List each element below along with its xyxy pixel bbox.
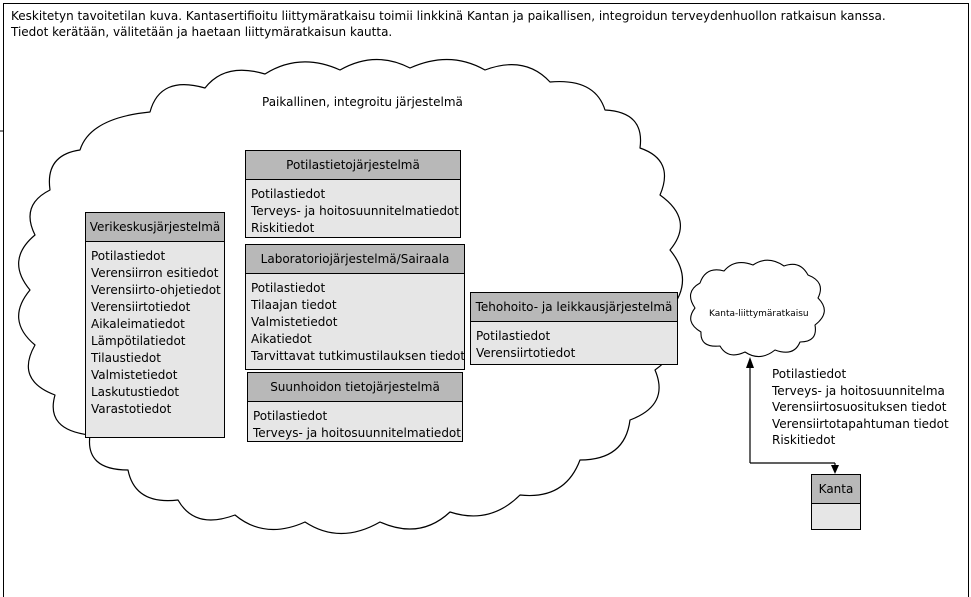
system-title: Verikeskusjärjestelmä: [86, 213, 224, 242]
arrowhead-down: [831, 465, 839, 474]
list-item: Potilastiedot: [251, 187, 326, 201]
caption-line-2: Tiedot kerätään, välitetään ja haetaan l…: [11, 25, 393, 39]
system-title: Suunhoidon tietojärjestelmä: [248, 373, 462, 402]
kanta-title: Kanta: [812, 475, 860, 504]
list-item: Verensiirron esitiedot: [91, 266, 219, 280]
list-item: Terveys- ja hoitosuunnitelmatiedot: [253, 426, 461, 440]
diagram-caption: Keskitetyn tavoitetilan kuva. Kantaserti…: [11, 8, 961, 40]
system-box-tehohoito: Tehohoito- ja leikkausjärjestelmä Potila…: [470, 292, 678, 365]
list-item: Verensiirto-ohjetiedot: [91, 283, 221, 297]
list-item: Aikatiedot: [251, 332, 312, 346]
system-box-suunhoito: Suunhoidon tietojärjestelmä Potilastiedo…: [247, 372, 463, 442]
list-item: Potilastiedot: [251, 281, 326, 295]
diagram-frame: [3, 3, 969, 597]
list-item: Valmistetiedot: [91, 368, 178, 382]
list-item: Lämpötilatiedot: [91, 334, 186, 348]
system-items: Potilastiedot Terveys- ja hoitosuunnitel…: [248, 402, 462, 442]
list-item: Verensiirtotapahtuman tiedot: [772, 416, 949, 431]
kanta-box: Kanta: [811, 474, 861, 530]
list-item: Tilaustiedot: [91, 351, 161, 365]
list-item: Verensiirtosuosituksen tiedot: [772, 400, 947, 414]
list-item: Valmistetiedot: [251, 315, 338, 329]
system-items: Potilastiedot Tilaajan tiedot Valmisteti…: [246, 274, 466, 365]
list-item: Terveys- ja hoitosuunnitelma: [772, 383, 945, 398]
system-items: Potilastiedot Verensiirron esitiedot Ver…: [86, 242, 224, 418]
interface-cloud: [689, 259, 825, 358]
list-item: Tarvittavat tutkimustilauksen tiedot: [251, 349, 466, 363]
list-item: Varastotiedot: [91, 402, 172, 416]
system-title: Tehohoito- ja leikkausjärjestelmä: [471, 293, 677, 322]
arrowhead-up: [746, 357, 754, 368]
system-box-potilastieto: Potilastietojärjestelmä Potilastiedot Te…: [245, 150, 461, 238]
system-items: Potilastiedot Terveys- ja hoitosuunnitel…: [246, 180, 460, 237]
list-item: Potilastiedot: [91, 249, 166, 263]
caption-line-1: Keskitetyn tavoitetilan kuva. Kantaserti…: [11, 9, 886, 23]
local-cloud-label: Paikallinen, integroitu järjestelmä: [262, 95, 463, 109]
list-item: Riskitiedot: [251, 221, 315, 235]
system-items: Potilastiedot Verensiirtotiedot: [471, 322, 677, 362]
list-item: Potilastiedot: [476, 329, 551, 343]
system-box-laboratorio: Laboratoriojärjestelmä/Sairaala Potilast…: [245, 244, 465, 370]
exchange-data-list: Potilastiedot Terveys- ja hoitosuunnitel…: [772, 366, 949, 449]
list-item: Aikaleimatiedot: [91, 317, 185, 331]
system-box-verikeskus: Verikeskusjärjestelmä Potilastiedot Vere…: [85, 212, 225, 438]
list-item: Riskitiedot: [772, 433, 836, 447]
list-item: Potilastiedot: [772, 367, 847, 381]
list-item: Terveys- ja hoitosuunnitelmatiedot: [251, 204, 459, 218]
list-item: Potilastiedot: [253, 409, 328, 423]
list-item: Laskutustiedot: [91, 385, 180, 399]
interface-cloud-label: Kanta-liittymäratkaisu: [709, 309, 809, 319]
list-item: Verensiirtotiedot: [91, 300, 191, 314]
list-item: Tilaajan tiedot: [251, 298, 337, 312]
list-item: Verensiirtotiedot: [476, 346, 576, 360]
system-title: Laboratoriojärjestelmä/Sairaala: [246, 245, 464, 274]
system-title: Potilastietojärjestelmä: [246, 151, 460, 180]
